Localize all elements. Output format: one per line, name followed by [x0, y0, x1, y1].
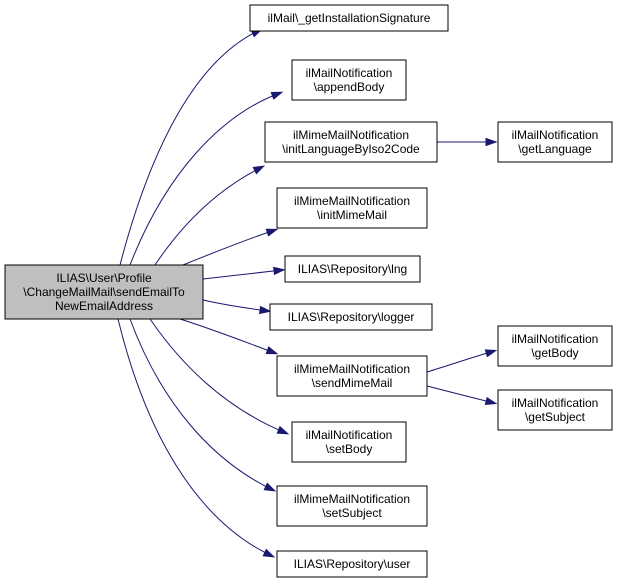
- arrowhead: [485, 137, 498, 147]
- node-label-line: ilMailNotification: [306, 428, 393, 442]
- edge-line: [426, 385, 495, 404]
- node-box: [497, 389, 613, 431]
- arrowhead: [265, 228, 279, 237]
- node-appendBody[interactable]: ilMailNotification\appendBody: [291, 59, 407, 101]
- node-getInstallationSignature[interactable]: ilMail\_getInstallationSignature: [249, 4, 449, 32]
- node-box: [276, 485, 428, 527]
- node-getSubject[interactable]: ilMailNotification\getSubject: [497, 389, 613, 431]
- arrowhead: [263, 482, 277, 492]
- arrowhead: [262, 548, 276, 558]
- edge-line: [119, 29, 261, 266]
- node-label-line: ILIAS\Repository\logger: [288, 310, 415, 324]
- node-box: [276, 187, 428, 229]
- edge-line: [129, 318, 274, 491]
- node-sendMimeMail[interactable]: ilMimeMailNotification\sendMimeMail: [276, 355, 428, 397]
- node-label-line: \sendMimeMail: [312, 376, 393, 390]
- edge-sendMimeMail-to-getSubject: [426, 385, 498, 406]
- node-label-line: \setSubject: [322, 506, 382, 520]
- edge-line: [129, 92, 281, 266]
- node-box: [284, 255, 421, 283]
- node-label-line: ILIAS\User\Profile: [56, 271, 152, 285]
- edge-root-to-initLanguageByIso2Code: [154, 165, 266, 266]
- node-box: [269, 303, 433, 331]
- edges-layer: [117, 28, 498, 558]
- edge-line: [154, 166, 263, 266]
- node-user[interactable]: ILIAS\Repository\user: [276, 550, 428, 578]
- node-getBody[interactable]: ilMailNotification\getBody: [497, 325, 613, 367]
- node-box: [4, 264, 204, 320]
- edge-root-to-user: [117, 318, 276, 558]
- node-label-line: \initLanguageByIso2Code: [282, 142, 420, 156]
- node-box: [264, 121, 438, 163]
- node-label-line: \setBody: [326, 442, 373, 456]
- node-box: [249, 4, 449, 32]
- node-box: [276, 355, 428, 397]
- edge-root-to-getInstallationSignature: [119, 28, 264, 266]
- node-label-line: ilMailNotification: [512, 128, 599, 142]
- node-label-line: \appendBody: [314, 80, 385, 94]
- edge-initLanguageByIso2Code-to-getLanguage: [437, 137, 498, 147]
- edge-root-to-initMimeMail: [182, 228, 279, 266]
- node-box: [497, 121, 613, 163]
- edge-root-to-logger: [202, 299, 272, 315]
- node-box: [291, 59, 407, 101]
- node-label-line: ilMail\_getInstallationSignature: [268, 11, 431, 25]
- edge-line: [426, 350, 495, 373]
- arrowhead: [265, 346, 279, 355]
- edge-sendMimeMail-to-getBody: [426, 349, 498, 373]
- node-initLanguageByIso2Code[interactable]: ilMimeMailNotification\initLanguageByIso…: [264, 121, 438, 163]
- arrowhead: [276, 425, 290, 435]
- node-box: [276, 550, 428, 578]
- edge-root-to-setSubject: [129, 318, 277, 492]
- node-label-line: ilMailNotification: [512, 396, 599, 410]
- edge-root-to-sendMimeMail: [179, 318, 279, 355]
- edge-root-to-appendBody: [129, 91, 284, 266]
- edge-line: [149, 318, 287, 434]
- node-label-line: ILIAS\Repository\lng: [298, 262, 407, 276]
- edge-line: [179, 318, 276, 354]
- arrowhead: [484, 396, 498, 406]
- node-label-line: ilMimeMailNotification: [294, 492, 410, 506]
- node-label-line: \ChangeMailMail\sendEmailTo: [23, 285, 185, 299]
- node-label-line: \getSubject: [525, 410, 586, 424]
- node-getLanguage[interactable]: ilMailNotification\getLanguage: [497, 121, 613, 163]
- node-setBody[interactable]: ilMailNotification\setBody: [291, 421, 407, 463]
- node-logger[interactable]: ILIAS\Repository\logger: [269, 303, 433, 331]
- arrowhead: [259, 305, 272, 315]
- node-initMimeMail[interactable]: ilMimeMailNotification\initMimeMail: [276, 187, 428, 229]
- node-label-line: ilMimeMailNotification: [293, 128, 409, 142]
- node-label-line: ilMimeMailNotification: [294, 194, 410, 208]
- nodes-layer: ILIAS\User\Profile\ChangeMailMail\sendEm…: [4, 4, 613, 578]
- arrowhead: [252, 165, 266, 175]
- node-label-line: \getLanguage: [518, 142, 592, 156]
- node-label-line: ilMailNotification: [306, 66, 393, 80]
- node-box: [497, 325, 613, 367]
- node-label-line: \getBody: [531, 346, 578, 360]
- node-label-line: ilMailNotification: [512, 332, 599, 346]
- node-lng[interactable]: ILIAS\Repository\lng: [284, 255, 421, 283]
- edge-line: [117, 318, 273, 557]
- edge-line: [182, 229, 276, 266]
- arrowhead: [270, 91, 284, 100]
- node-label-line: ilMimeMailNotification: [294, 362, 410, 376]
- arrowhead: [484, 349, 498, 358]
- node-label-line: \initMimeMail: [317, 208, 387, 222]
- node-box: [291, 421, 407, 463]
- edge-root-to-setBody: [149, 318, 290, 435]
- edge-line: [202, 269, 283, 280]
- edge-root-to-lng: [202, 266, 286, 280]
- node-root[interactable]: ILIAS\User\Profile\ChangeMailMail\sendEm…: [4, 264, 204, 320]
- node-label-line: ILIAS\Repository\user: [294, 557, 411, 571]
- arrowhead: [273, 266, 286, 276]
- node-label-line: NewEmailAddress: [55, 299, 153, 313]
- node-setSubject[interactable]: ilMimeMailNotification\setSubject: [276, 485, 428, 527]
- edge-line: [202, 299, 269, 312]
